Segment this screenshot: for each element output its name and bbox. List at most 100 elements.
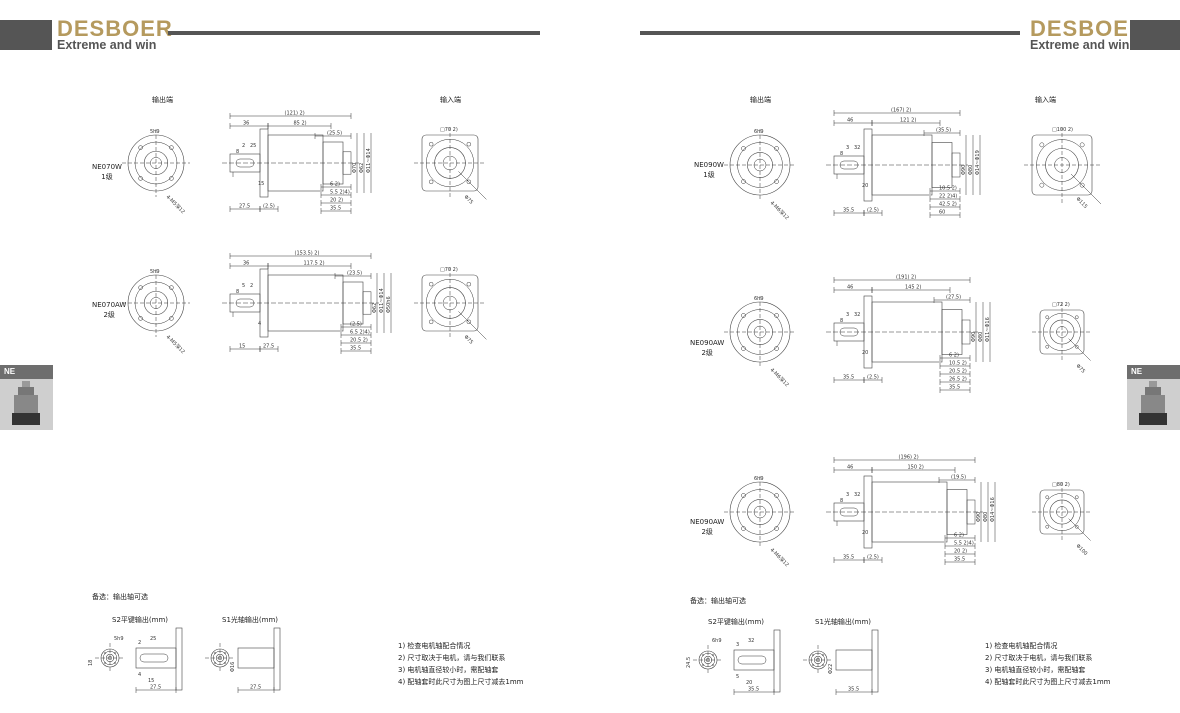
dimension-text: 24.5 [686, 657, 692, 668]
dimension-text: 4 [138, 672, 141, 678]
bolt-hole [1074, 315, 1079, 320]
dimension-text: Φ11~Φ14 [379, 288, 385, 313]
dimension-text: (196) 2) [899, 455, 919, 461]
side-tab-left: NE [0, 365, 53, 430]
bolt-hole [169, 176, 174, 181]
col-input-left: 输入端 [440, 96, 461, 104]
bolt-hole [812, 664, 814, 666]
dimension-text: 36 [243, 121, 249, 127]
dimension-text: 3 [846, 492, 849, 498]
note-4: 4) 配轴套时此尺寸为图上尺寸减去1mm [985, 678, 1111, 686]
dimension-text: 8 [236, 149, 239, 155]
dimension-text: Φ100 [1075, 543, 1089, 557]
bolt-hole [1045, 315, 1050, 320]
bolt-hole [774, 313, 779, 318]
dimension-text: 2 [138, 640, 141, 646]
dimension-text: 6h9 [754, 129, 764, 135]
model-name: NE070W [92, 163, 122, 171]
side-view-body [871, 134, 933, 196]
note-2: 2) 尺寸取决于电机，请与我们联系 [398, 654, 506, 662]
dimension-text: 8 [840, 318, 843, 324]
dimension-text: 26.5 2) [949, 377, 967, 383]
leader-line [1068, 338, 1091, 361]
dimension-text: 22 2)4) [939, 194, 957, 200]
bolt-hole [138, 285, 143, 290]
dimension-text: Φ90 [961, 165, 967, 175]
dimension-text: 10.5 2) [949, 361, 967, 367]
dimension-text: 32 [748, 638, 754, 644]
bolt-hole [138, 176, 143, 181]
dimension-text: Φ75 [1075, 363, 1087, 375]
dimension-text: Φ62 [359, 163, 365, 173]
dimension-text: 15 [239, 344, 245, 350]
dimension-text: Φ75 [463, 334, 475, 346]
note-2: 2) 尺寸取决于电机，请与我们联系 [985, 654, 1093, 662]
s2-flange [773, 629, 781, 693]
dimension-text: 32 [854, 145, 860, 151]
s1-flange [871, 629, 879, 693]
model-stage: 1级 [703, 171, 715, 179]
dimension-text: Φ80 [978, 332, 984, 342]
bolt-hole [104, 652, 106, 654]
header-block-right [1130, 20, 1180, 50]
bolt-hole [812, 654, 814, 656]
bolt-hole [741, 493, 746, 498]
dimension-text: 20 2) [330, 198, 343, 204]
dimension-text: 20 [862, 530, 868, 536]
notes-left: 1) 检查电机轴配合情况 2) 尺寸取决于电机，请与我们联系 3) 电机轴直径较… [398, 640, 524, 688]
dimension-text: (153.5) 2) [295, 251, 320, 257]
dimension-text: 6 2) [330, 182, 340, 188]
model-name: NE090AW [690, 518, 725, 526]
dimension-text: (19.5) [951, 475, 966, 481]
brand-slogan-left: Extreme and win [57, 38, 157, 52]
bolt-hole [466, 179, 472, 185]
dimension-text: Φ14~Φ16 [990, 497, 996, 522]
dimension-text: (27.5) [946, 295, 961, 301]
dimension-text: Φ75 [463, 194, 475, 206]
dimension-text: 46 [847, 118, 853, 124]
model-stage: 1级 [101, 173, 113, 181]
options-title-left: 备选：输出轴可选 [92, 593, 148, 601]
bolt-hole [1039, 182, 1045, 188]
dimension-text: (2.5) [263, 204, 275, 210]
dimension-text: 8 [840, 151, 843, 157]
dimension-text: 27.5 [150, 685, 161, 691]
dimension-text: 2 [250, 283, 253, 289]
bolt-hole [428, 179, 434, 185]
dimension-text: 4-M6深12 [769, 546, 791, 568]
dimension-text: 5h9 [114, 636, 124, 642]
dimension-text: Φ90 [971, 332, 977, 342]
model-stage: 2级 [103, 311, 115, 319]
bolt-hole [822, 654, 824, 656]
bolt-hole [712, 664, 714, 666]
dimension-text: 5 [736, 674, 739, 680]
dimension-text: (191) 2) [896, 275, 916, 281]
dimension-text: 27.5 [239, 204, 250, 210]
dimension-text: 3 [736, 642, 739, 648]
dimension-text: 6h9 [754, 476, 764, 482]
dimension-text: Φ90 [976, 512, 982, 522]
bolt-hole [1074, 344, 1079, 349]
bolt-hole [712, 654, 714, 656]
note-3: 3) 电机轴直径较小时，需配轴套 [985, 666, 1086, 674]
bolt-hole [1045, 495, 1050, 500]
dimension-text: 3 [846, 145, 849, 151]
model-label-ne090aw-b: NE090AW 2级 [690, 517, 724, 537]
dimension-text: 60 [939, 210, 945, 216]
dimension-text: 20 2) [954, 549, 967, 555]
bolt-hole [224, 652, 226, 654]
dimension-text: 32 [854, 312, 860, 318]
dimension-text: 145 2) [905, 285, 921, 291]
dimension-text: 42.5 2) [939, 202, 957, 208]
bolt-hole [741, 179, 746, 184]
dimension-text: 4-M5深12 [165, 333, 187, 355]
col-output-right: 输出端 [750, 96, 771, 104]
dimension-text: (25.5) [327, 131, 342, 137]
bolt-hole [741, 526, 746, 531]
s2-key [737, 655, 767, 665]
dimension-text: 117.5 2) [304, 261, 325, 267]
leader-line [458, 171, 487, 200]
note-1: 1) 检查电机轴配合情况 [398, 642, 471, 650]
header-rule-right [640, 31, 1020, 35]
